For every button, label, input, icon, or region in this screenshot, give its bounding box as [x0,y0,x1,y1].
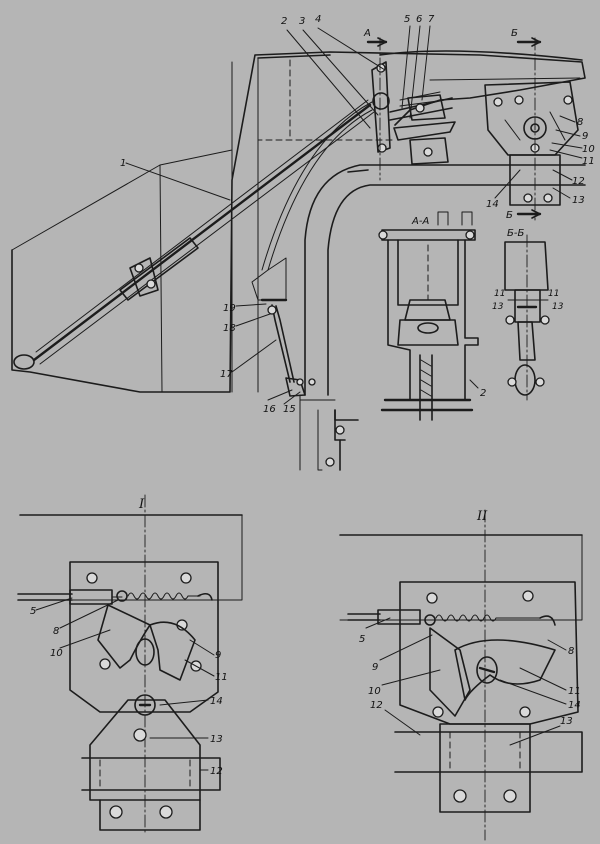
label-6: 6 [416,14,422,25]
label-4: 4 [315,14,321,25]
view-ii-label-13: 13 [560,716,573,727]
cut-b-label: Б [511,28,518,39]
label-7: 7 [428,14,435,25]
view-i-label-8: 8 [53,626,59,637]
section-a-a-title: А-А [411,216,429,227]
view-ii-title: II [476,509,488,524]
view-ii-label-14: 14 [568,700,581,711]
label-3: 3 [299,16,305,27]
view-i-label-14: 14 [210,696,223,707]
view-i-label-9: 9 [215,650,221,661]
section-b-b-label-11a: 11 [494,289,505,299]
label-15: 15 [283,404,296,415]
view-ii-label-8: 8 [568,646,574,657]
label-1: 1 [120,158,126,169]
frame-rail [299,164,586,471]
label-5: 5 [404,14,410,25]
view-i-label-12: 12 [210,766,223,777]
label-8: 8 [577,117,583,128]
label-11: 11 [582,156,595,167]
label-16: 16 [263,404,276,415]
label-2: 2 [281,16,287,27]
section-a-a-label-2: 2 [480,388,486,399]
cut-a-label: А [363,28,371,39]
cab-assembly [11,50,586,393]
section-b-b [504,234,550,401]
section-b-b-label-13b: 13 [552,302,564,312]
label-12: 12 [572,176,585,187]
label-18: 18 [223,323,236,334]
label-17: 17 [220,369,233,380]
section-b-b-label-13a: 13 [492,302,504,312]
view-ii-label-11: 11 [568,686,581,697]
view-ii-label-10: 10 [368,686,381,697]
section-a-a [378,211,479,421]
view-ii: II 5 9 10 8 11 14 12 13 [339,509,583,841]
section-b-b-title: Б-Б [507,228,524,239]
tilt-mechanism [13,61,456,397]
top-labels: 1 2 3 4 5 6 7 8 9 10 11 12 13 14 15 16 1… [120,14,595,415]
section-b-b-label-11b: 11 [548,289,559,299]
view-i-label-5: 5 [30,606,36,617]
view-ii-label-5: 5 [359,634,365,645]
view-i-title: I [138,497,145,512]
label-9: 9 [582,131,588,142]
label-19: 19 [223,303,236,314]
label-10: 10 [582,144,595,155]
view-i: I 5 8 10 9 11 14 13 12 [17,494,243,836]
cut-b2-label: Б [506,210,513,221]
view-ii-label-9: 9 [372,662,378,673]
view-ii-label-12: 12 [370,700,383,711]
view-i-label-13: 13 [210,734,223,745]
view-i-label-11: 11 [215,672,228,683]
view-i-label-10: 10 [50,648,63,659]
lock-assembly-top [347,37,579,221]
label-13: 13 [572,195,585,206]
label-14: 14 [486,199,499,210]
